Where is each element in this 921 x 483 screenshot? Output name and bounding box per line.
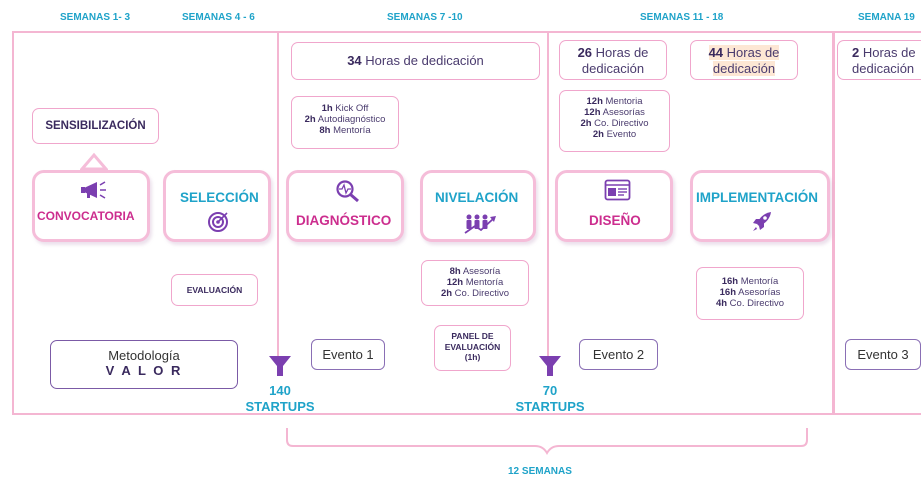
- hours-26-box: 26 Horas de dedicación: [559, 40, 667, 80]
- weeks-1-3-label: SEMANAS 1- 3: [60, 12, 131, 23]
- diseno-item: 2h Co. Directivo: [580, 118, 649, 129]
- implementacion-list-box: 16h Mentoría 16h Asesorías 4h Co. Direct…: [696, 267, 804, 320]
- kickoff-item: 2h Autodiagnóstico: [304, 114, 386, 125]
- panel-line: PANEL DE: [451, 331, 494, 341]
- hours-2-line1: 2 Horas de: [852, 45, 916, 60]
- phase-divider-1: [277, 31, 279, 371]
- nivelacion-chip: NIVELACIÓN: [420, 170, 536, 242]
- startups-70-label: STARTUPS: [515, 399, 585, 414]
- nivelacion-title: NIVELACIÓN: [435, 190, 519, 205]
- funnel-icon: [539, 356, 561, 376]
- startups-140-label: STARTUPS: [245, 399, 315, 414]
- panel-line: EVALUACIÓN: [444, 341, 501, 352]
- twelve-weeks-brace: [286, 428, 808, 456]
- implementacion-item: 16h Asesorías: [719, 287, 781, 298]
- methodology-line2: V A L O R: [105, 363, 183, 378]
- evento-2-box: Evento 2: [579, 339, 658, 370]
- hours-44-box: 44 Horas de dedicación: [690, 40, 798, 80]
- evento-3-box: Evento 3: [845, 339, 921, 370]
- diseno-list-box: 12h Mentoria 12h Asesorías 2h Co. Direct…: [559, 90, 670, 152]
- convocatoria-title: CONVOCATORIA: [37, 209, 135, 223]
- diseno-title: DISEÑO: [589, 213, 641, 228]
- diseno-item: 2h Evento: [592, 129, 637, 140]
- weeks-4-6-label: SEMANAS 4 - 6: [182, 12, 255, 23]
- diagnostico-chip: DIAGNÓSTICO: [286, 170, 404, 242]
- weeks-11-18-label: SEMANAS 11 - 18: [640, 12, 724, 23]
- funnel-icon: [269, 356, 291, 376]
- magnifier-pulse-icon: [336, 180, 359, 203]
- implementacion-chip: IMPLEMENTACIÓN: [690, 170, 830, 242]
- diseno-chip: DISEÑO: [555, 170, 673, 242]
- weeks-7-10-label: SEMANAS 7 -10: [387, 12, 463, 23]
- panel-line: (1h): [464, 352, 481, 362]
- implementacion-title: IMPLEMENTACIÓN: [696, 190, 818, 205]
- twelve-weeks-label: 12 SEMANAS: [508, 466, 572, 477]
- kickoff-list-box: 1h Kick Off 2h Autodiagnóstico 8h Mentor…: [291, 96, 399, 149]
- nivelacion-list-box: 8h Asesoría 12h Mentoría 2h Co. Directiv…: [421, 260, 529, 306]
- panel-evaluacion-box: PANEL DE EVALUACIÓN (1h): [434, 325, 511, 371]
- hours-34-box: 34 Horas de dedicación: [291, 42, 540, 80]
- hours-34-number: 34: [347, 53, 362, 68]
- hours-26-line1: 26 Horas de: [577, 45, 649, 60]
- phase-4-panel: [833, 31, 921, 415]
- kickoff-item: 8h Mentoría: [319, 125, 371, 136]
- methodology-line1: Metodología: [108, 348, 180, 363]
- kickoff-item: 1h Kick Off: [321, 103, 369, 114]
- hours-2-line2: dedicación: [852, 61, 915, 76]
- week-19-label: SEMANA 19: [858, 12, 915, 23]
- implementacion-item: 16h Mentoría: [721, 276, 779, 287]
- hours-44-line1: 44 Horas de: [708, 45, 780, 60]
- sensibilizacion-box: SENSIBILIZACIÓN: [32, 108, 159, 144]
- hours-34-text: Horas de dedicación: [361, 53, 484, 68]
- seleccion-title: SELECCIÓN: [180, 190, 259, 205]
- hours-2-box: 2 Horas de dedicación: [837, 40, 921, 80]
- phase-divider-2: [547, 31, 549, 371]
- startups-70-number: 70: [542, 383, 558, 398]
- rocket-icon: [753, 212, 771, 231]
- methodology-box: Metodología V A L O R: [50, 340, 238, 389]
- convocatoria-chip: CONVOCATORIA: [32, 170, 150, 242]
- diagnostico-title: DIAGNÓSTICO: [296, 213, 392, 228]
- web-design-icon: [604, 179, 631, 201]
- hours-44-line2: dedicación: [712, 61, 776, 76]
- diseno-item: 12h Asesorías: [584, 107, 645, 118]
- hours-26-line2: dedicación: [581, 61, 645, 76]
- nivelacion-item: 12h Mentoría: [446, 277, 504, 288]
- evento-1-box: Evento 1: [311, 339, 385, 370]
- callout-pointer: [80, 152, 108, 171]
- megaphone-icon: [81, 181, 106, 199]
- nivelacion-item: 2h Co. Directivo: [440, 288, 510, 299]
- nivelacion-item: 8h Asesoría: [449, 266, 501, 277]
- seleccion-chip: SELECCIÓN: [163, 170, 271, 242]
- evaluacion-box: EVALUACIÓN: [171, 274, 258, 306]
- team-growth-icon: [464, 214, 496, 234]
- startups-140-number: 140: [269, 383, 291, 398]
- implementacion-item: 4h Co. Directivo: [715, 298, 785, 309]
- target-icon: [208, 212, 228, 232]
- diseno-item: 12h Mentoria: [586, 96, 643, 107]
